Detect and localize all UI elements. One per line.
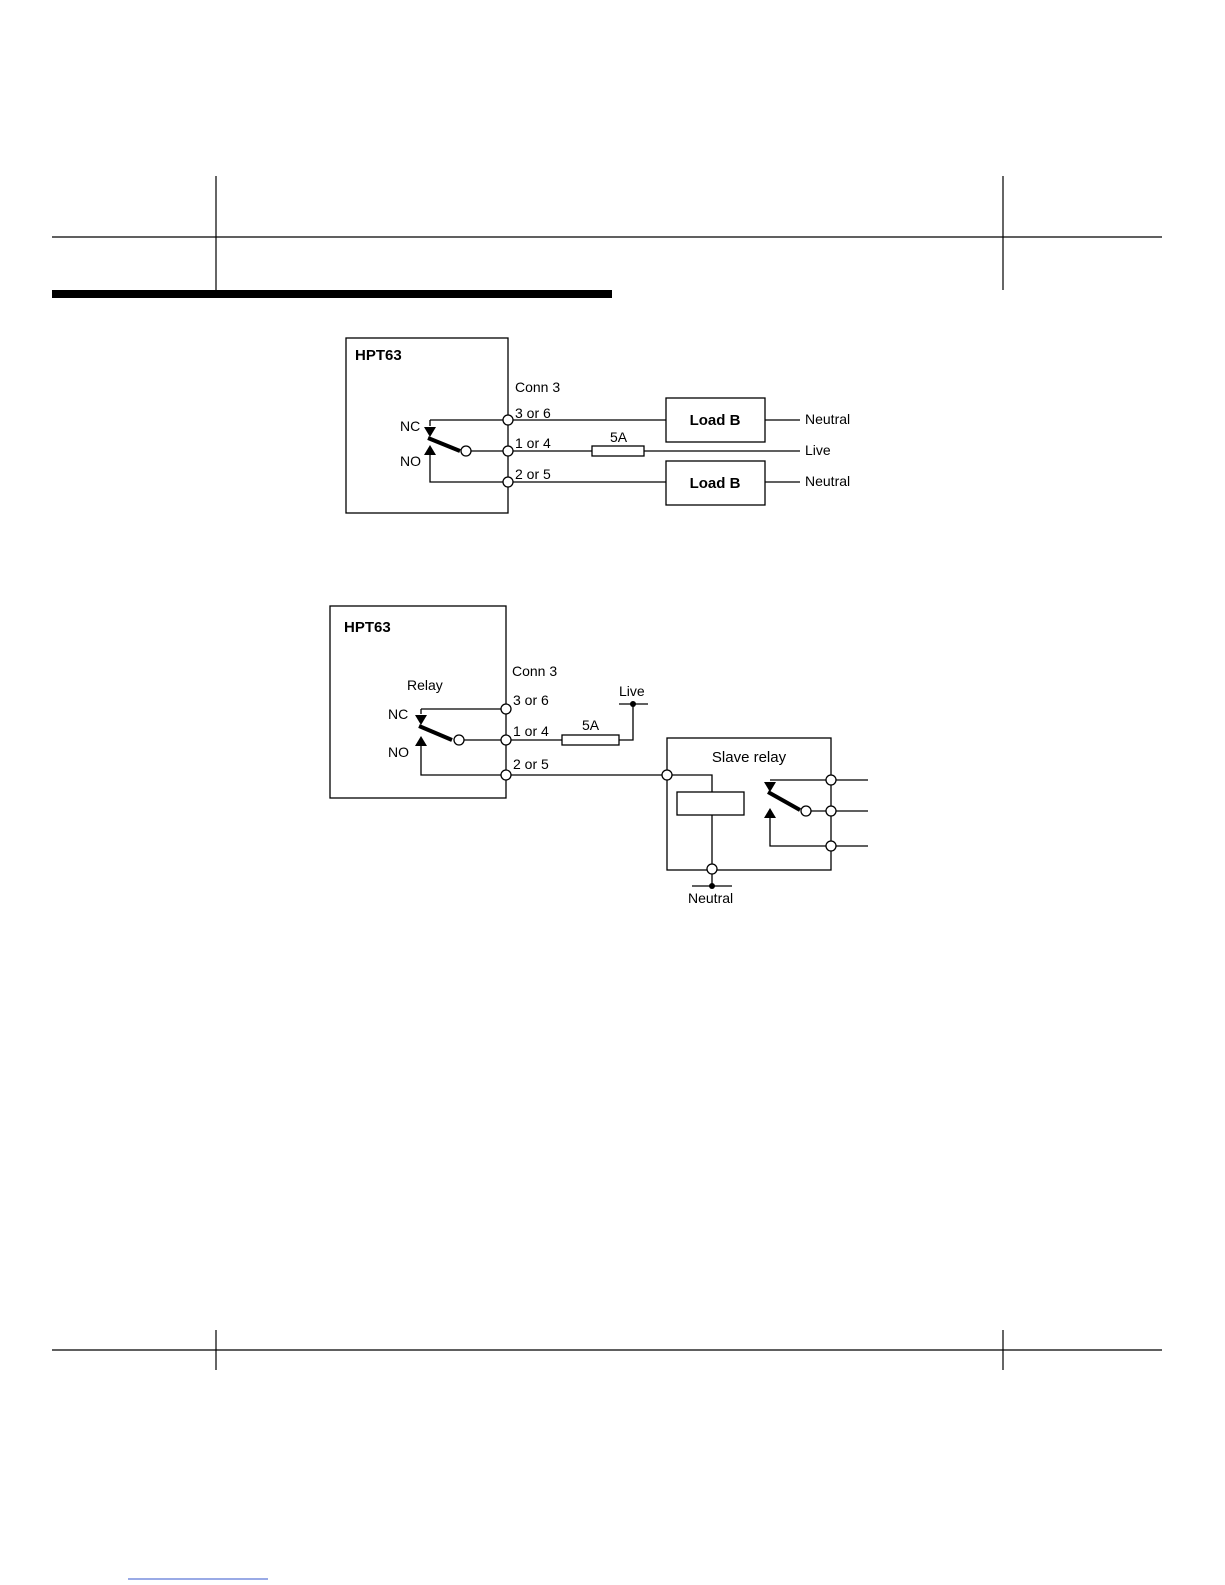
pin-terminal-top-1	[503, 415, 513, 425]
connector-label-2: Conn 3	[512, 663, 557, 679]
pin-label-bot-2: 2 or 5	[513, 756, 549, 772]
neutral-label-top-1: Neutral	[805, 411, 850, 427]
no-label-1: NO	[400, 453, 421, 469]
nc-contact-icon-2	[415, 715, 427, 725]
diagram-2: HPT63 Conn 3 Relay NC NO 3 or 6 1 or 4 2…	[330, 606, 868, 906]
nc-label-1: NC	[400, 418, 420, 434]
slave-input-terminal	[662, 770, 672, 780]
switch-blade-icon-1	[428, 438, 460, 451]
header-thick-bar	[52, 290, 612, 298]
relay-label-2: Relay	[407, 677, 443, 693]
page-header-rules	[52, 176, 1162, 298]
pin-label-mid-1: 1 or 4	[515, 435, 551, 451]
pin-terminal-mid-2	[501, 735, 511, 745]
pin-label-bot-1: 2 or 5	[515, 466, 551, 482]
device-label-1: HPT63	[355, 347, 402, 364]
slave-neutral-terminal	[707, 864, 717, 874]
pin-label-top-2: 3 or 6	[513, 692, 549, 708]
slave-nc-contact-icon	[764, 782, 776, 792]
nc-label-2: NC	[388, 706, 408, 722]
slave-relay-label: Slave relay	[712, 749, 787, 766]
pin-terminal-mid-1	[503, 446, 513, 456]
no-contact-icon-2	[415, 736, 427, 746]
relay-common-terminal-1	[461, 446, 471, 456]
slave-no-contact-icon	[764, 808, 776, 818]
hpt63-box-1	[346, 338, 508, 513]
diagram-1: HPT63 Conn 3 NC NO 3 or 6 1 or 4 2 or 5 …	[346, 338, 850, 513]
fuse-icon-1	[592, 446, 644, 456]
slave-out-terminal-bot	[826, 841, 836, 851]
no-label-2: NO	[388, 744, 409, 760]
fuse-label-2: 5A	[582, 717, 600, 733]
pin-label-top-1: 3 or 6	[515, 405, 551, 421]
live-label-2: Live	[619, 683, 645, 699]
neutral-label-2: Neutral	[688, 890, 733, 906]
slave-common-terminal	[801, 806, 811, 816]
fuse-icon-2	[562, 735, 619, 745]
load-b-label-bot: Load B	[690, 475, 741, 492]
switch-blade-icon-2	[419, 726, 452, 740]
relay-common-terminal-2	[454, 735, 464, 745]
live-label-1: Live	[805, 442, 831, 458]
nc-contact-icon-1	[424, 427, 436, 437]
slave-switch-blade-icon	[768, 792, 800, 810]
slave-out-terminal-top	[826, 775, 836, 785]
page-footer-rules	[52, 1330, 1162, 1579]
pin-terminal-bot-1	[503, 477, 513, 487]
no-contact-icon-1	[424, 445, 436, 455]
device-label-2: HPT63	[344, 619, 391, 636]
pin-terminal-top-2	[501, 704, 511, 714]
neutral-label-bot-1: Neutral	[805, 473, 850, 489]
pin-terminal-bot-2	[501, 770, 511, 780]
pin-label-mid-2: 1 or 4	[513, 723, 549, 739]
load-b-label-top: Load B	[690, 412, 741, 429]
coil-icon	[677, 792, 744, 815]
connector-label-1: Conn 3	[515, 379, 560, 395]
slave-out-terminal-mid	[826, 806, 836, 816]
fuse-label-1: 5A	[610, 429, 628, 445]
